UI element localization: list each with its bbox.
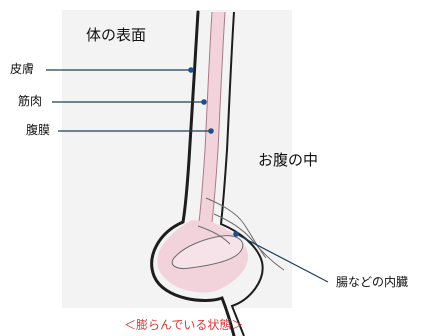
peritoneum-label: 腹膜	[26, 124, 50, 136]
muscle-label: 筋肉	[18, 95, 42, 107]
peritoneum-dot	[208, 128, 214, 134]
peritoneum-outline	[221, 12, 263, 336]
skin-label: 皮膚	[10, 63, 34, 75]
muscle-band	[199, 12, 225, 222]
skin-dot	[188, 67, 194, 73]
state-caption: ＜膨らんでいる状態＞	[124, 319, 243, 331]
muscle-dot	[201, 99, 207, 105]
abdomen-inside-label: お腹の中	[258, 153, 318, 168]
organs-dot	[233, 231, 239, 237]
organs-label: 腸などの内臓	[336, 276, 408, 288]
organs-leader-line	[236, 234, 328, 282]
body-surface-label: 体の表面	[86, 28, 146, 43]
